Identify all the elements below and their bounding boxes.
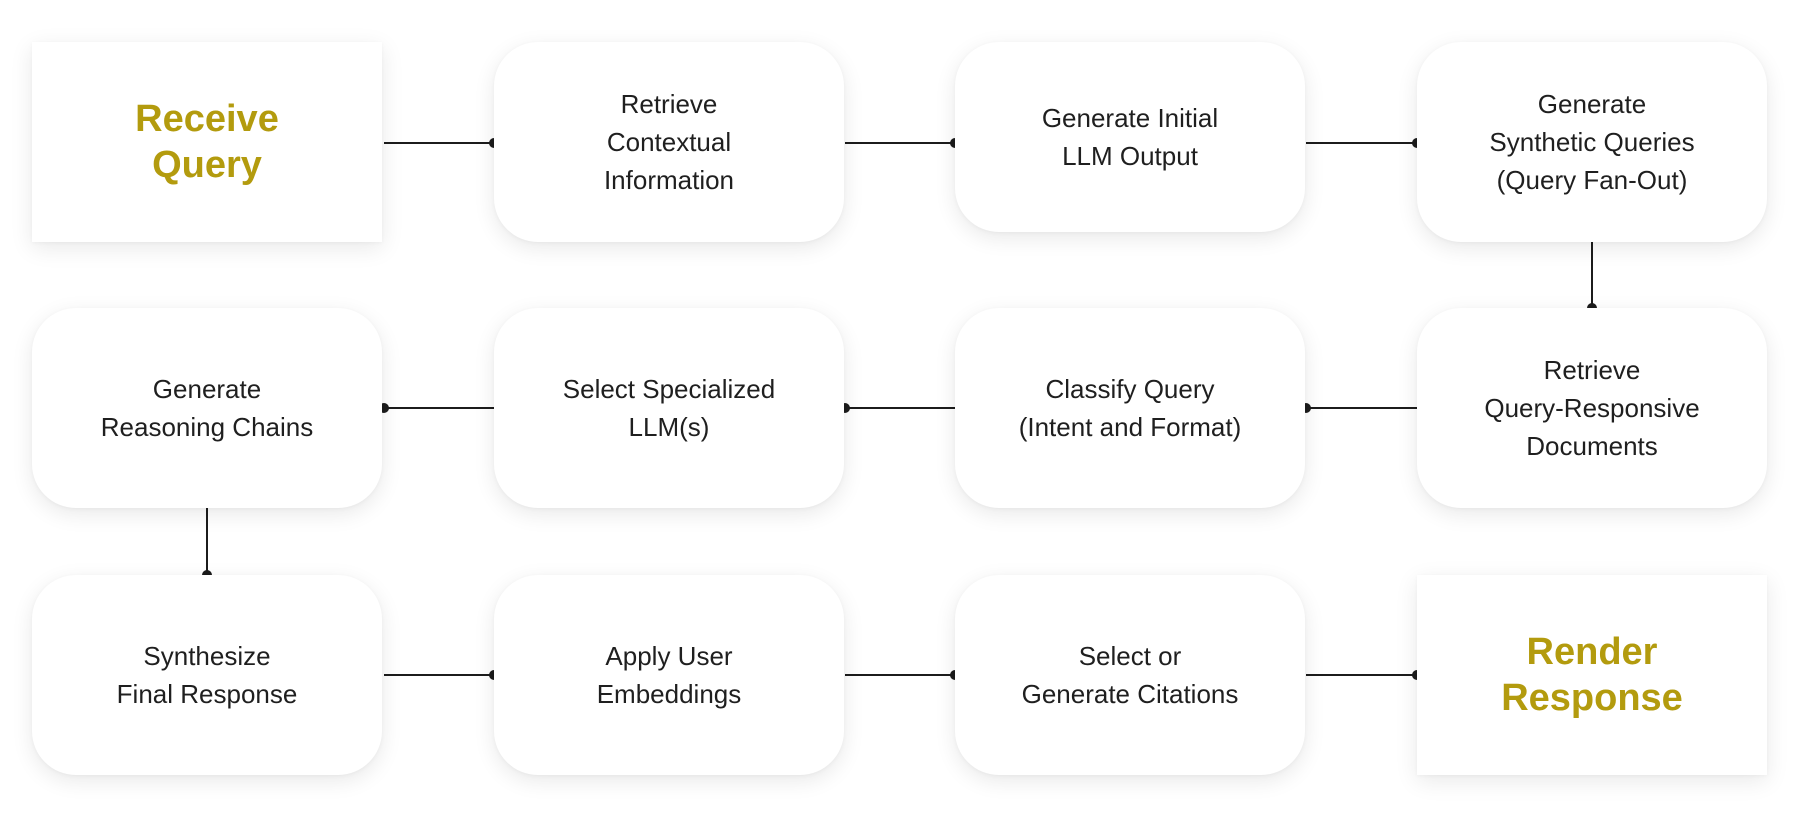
step-label: Apply User Embeddings — [596, 641, 742, 709]
connector-2 — [845, 138, 960, 148]
step-label: Select or Generate Citations — [1021, 641, 1239, 709]
step-receive-query: Receive Query — [32, 42, 382, 242]
step-retrieve-contextual-information: Retrieve Contextual Information — [494, 42, 844, 242]
connector-1 — [384, 138, 499, 148]
step-label: Generate Synthetic Queries (Query Fan-Ou… — [1489, 89, 1695, 195]
connector-4 — [1587, 242, 1597, 313]
step-label: Generate Reasoning Chains — [100, 374, 314, 442]
connector-3 — [1306, 138, 1422, 148]
step-generate-initial-llm-output: Generate Initial LLM Output — [955, 42, 1305, 232]
connector-8 — [202, 508, 212, 580]
connector-9 — [384, 670, 499, 680]
step-label: Retrieve Query-Responsive Documents — [1484, 355, 1700, 461]
step-select-or-generate-citations: Select or Generate Citations — [955, 575, 1305, 775]
step-render-response: Render Response — [1417, 575, 1767, 775]
step-label: Render Response — [1501, 631, 1683, 719]
step-label: Generate Initial LLM Output — [1041, 103, 1219, 171]
step-classify-query: Classify Query (Intent and Format) — [955, 308, 1305, 508]
step-apply-user-embeddings: Apply User Embeddings — [494, 575, 844, 775]
step-label: Select Specialized LLM(s) — [562, 374, 776, 442]
connector-7 — [379, 403, 494, 413]
step-generate-reasoning-chains: Generate Reasoning Chains — [32, 308, 382, 508]
step-generate-synthetic-queries: Generate Synthetic Queries (Query Fan-Ou… — [1417, 42, 1767, 242]
connector-11 — [1306, 670, 1422, 680]
connector-5 — [1301, 403, 1417, 413]
connector-10 — [845, 670, 960, 680]
step-label: Receive Query — [135, 98, 279, 186]
step-retrieve-query-responsive-documents: Retrieve Query-Responsive Documents — [1417, 308, 1767, 508]
step-synthesize-final-response: Synthesize Final Response — [32, 575, 382, 775]
step-label: Synthesize Final Response — [116, 641, 298, 709]
step-label: Classify Query (Intent and Format) — [1018, 374, 1242, 442]
connector-6 — [840, 403, 955, 413]
step-select-specialized-llms: Select Specialized LLM(s) — [494, 308, 844, 508]
step-label: Retrieve Contextual Information — [603, 89, 735, 195]
